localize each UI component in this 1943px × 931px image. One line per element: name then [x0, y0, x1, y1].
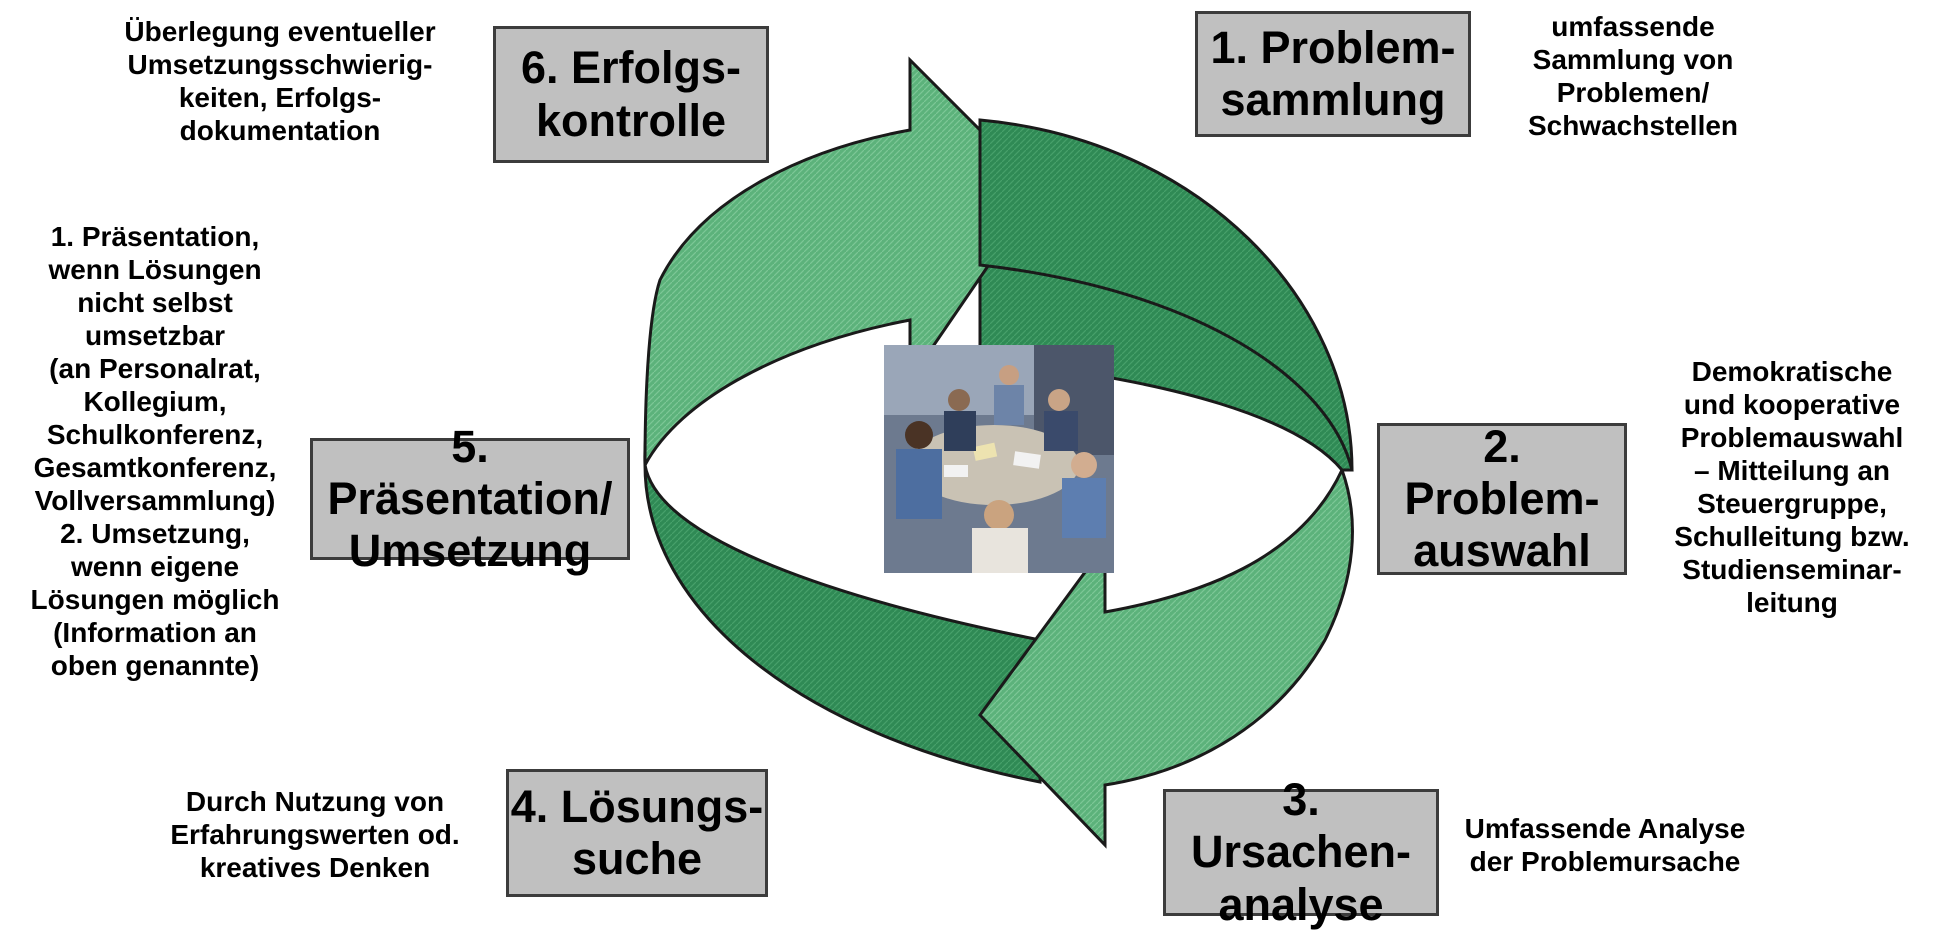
step-6-box: 6. Erfolgs- kontrolle: [493, 26, 769, 163]
step-5-label: 5. Präsentation/ Umsetzung: [327, 420, 613, 577]
step-4-box: 4. Lösungs- suche: [506, 769, 768, 897]
step-1-label: 1. Problem- sammlung: [1210, 21, 1456, 125]
step-3-box: 3. Ursachen- analyse: [1163, 774, 1439, 930]
step-2-note: Demokratische und kooperative Problemaus…: [1674, 356, 1910, 619]
arrow-band-bottom: [643, 464, 1042, 784]
arrow-head-bottom: [978, 466, 1354, 849]
step-5-note: 1. Präsentation, wenn Lösungen nicht sel…: [30, 221, 280, 682]
step-3-note: Umfassende Analyse der Problemursache: [1464, 813, 1746, 878]
team-meeting-photo: [884, 345, 1114, 573]
step-6-label: 6. Erfolgs- kontrolle: [520, 42, 742, 146]
step-1-box: 1. Problem- sammlung: [1195, 11, 1471, 137]
step-3-label: 3. Ursachen- analyse: [1190, 774, 1412, 930]
arrow-head-top: [643, 56, 1042, 466]
step-2-box: 2. Problem- auswahl: [1377, 420, 1627, 577]
step-6-note: Überlegung eventueller Umsetzungsschwier…: [124, 16, 436, 147]
step-4-note: Durch Nutzung von Erfahrungswerten od. k…: [170, 786, 460, 884]
arrow-band-top: [978, 118, 1354, 471]
step-2-label: 2. Problem- auswahl: [1404, 420, 1600, 577]
step-5-box: 5. Präsentation/ Umsetzung: [310, 421, 630, 576]
step-1-note: umfassende Sammlung von Problemen/ Schwa…: [1527, 11, 1739, 142]
step-4-label: 4. Lösungs- suche: [510, 780, 764, 884]
